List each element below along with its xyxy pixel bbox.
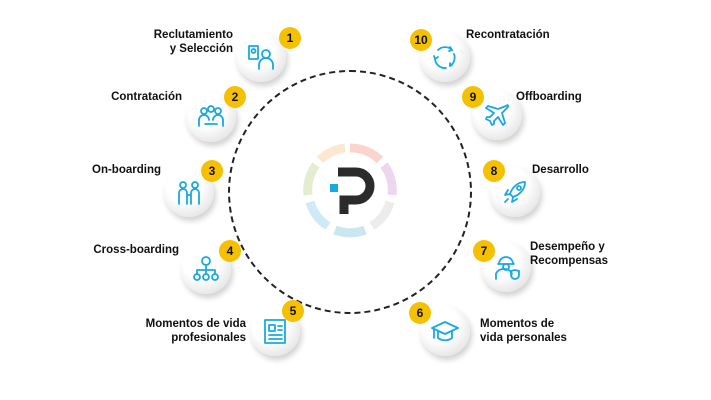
stage-label: Reclutamiento y Selección bbox=[153, 29, 233, 55]
stage-label: Momentos de vida profesionales bbox=[145, 318, 246, 344]
onboarding-people-icon bbox=[178, 181, 200, 205]
stage-label: Cross-boarding bbox=[93, 244, 179, 256]
stage-label: Offboarding bbox=[516, 91, 582, 103]
stage-badge: 1 bbox=[279, 27, 301, 49]
airplane-icon bbox=[485, 104, 509, 126]
dashed-cycle-ring bbox=[228, 70, 472, 314]
stage-label: Contratación bbox=[111, 91, 182, 103]
stage-badge: 6 bbox=[409, 302, 431, 324]
stage-badge: 2 bbox=[224, 86, 246, 108]
stage-label: Desempeño y Recompensas bbox=[530, 241, 608, 267]
stage-badge: 8 bbox=[483, 160, 505, 182]
stage-label: Momentos de vida personales bbox=[480, 318, 567, 344]
graduation-cap-icon bbox=[431, 321, 459, 342]
id-card-icon bbox=[264, 319, 286, 344]
recruitment-icon bbox=[248, 45, 274, 70]
stage-badge: 9 bbox=[462, 86, 484, 108]
stage-badge: 10 bbox=[410, 29, 432, 51]
stage-label: Recontratación bbox=[466, 29, 550, 41]
team-handshake-icon bbox=[198, 105, 224, 127]
stage-badge: 4 bbox=[219, 240, 241, 262]
rocket-icon bbox=[504, 181, 526, 203]
stage-label: Desarrollo bbox=[532, 164, 589, 176]
logo-cycle-icon bbox=[303, 143, 397, 238]
stage-badge: 3 bbox=[201, 160, 223, 182]
stage-badge: 7 bbox=[473, 240, 495, 262]
cycle-arrows-icon bbox=[433, 46, 456, 69]
worker-shield-icon bbox=[495, 256, 520, 280]
stage-1-node[interactable] bbox=[236, 32, 286, 82]
stage-label: On-boarding bbox=[92, 164, 161, 176]
stage-badge: 5 bbox=[282, 300, 304, 322]
org-network-icon bbox=[193, 256, 219, 281]
